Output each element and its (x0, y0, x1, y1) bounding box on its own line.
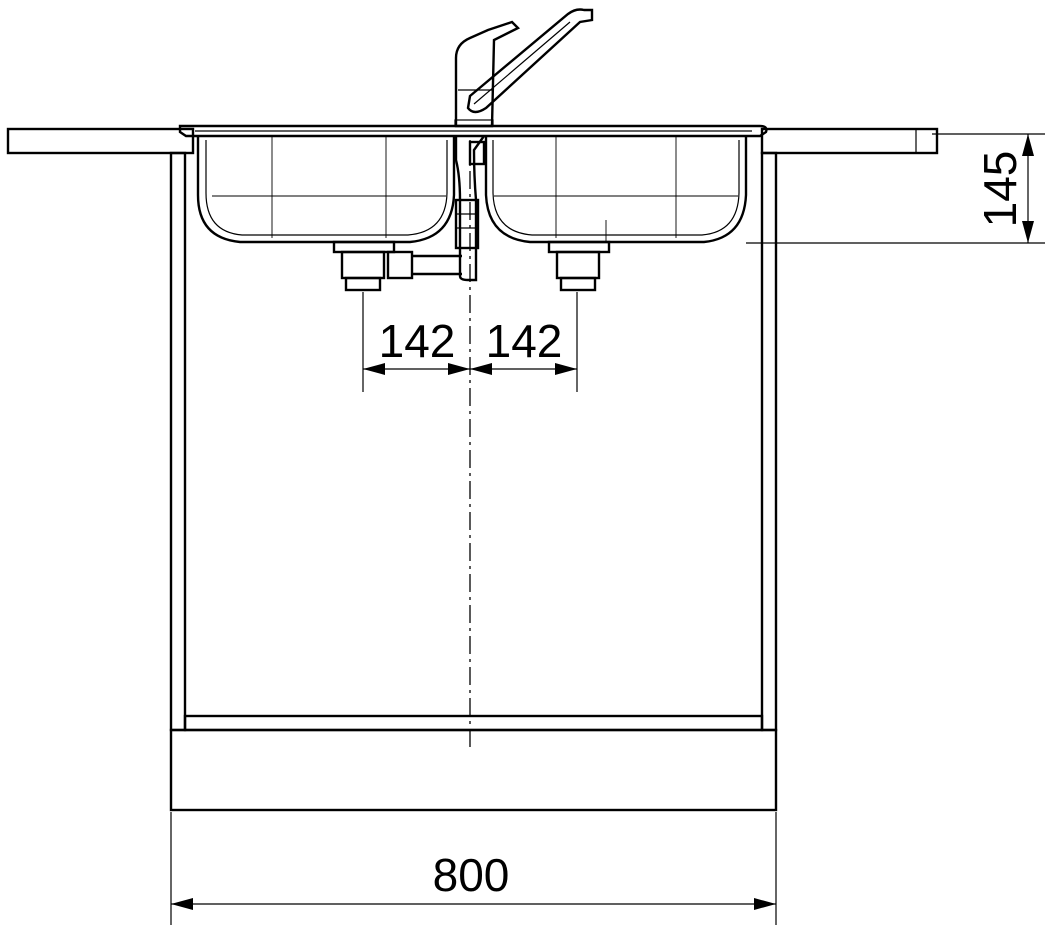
mixer-tap (454, 8, 594, 128)
cabinet-plinth (169, 728, 778, 812)
bowl-depth-dimension: 145 (746, 133, 1045, 244)
worktop (6, 127, 939, 155)
dimension-label-left: 142 (379, 315, 456, 367)
drain-left (332, 240, 396, 292)
dimension-label-right: 142 (486, 315, 563, 367)
dimension-label-width: 800 (433, 849, 510, 901)
worktop-left (6, 127, 195, 155)
drain-right (547, 240, 611, 292)
cabinet-bottom-panel (183, 714, 764, 732)
cabinet-side-left (169, 151, 187, 732)
cabinet-side-right (760, 151, 778, 732)
cabinet-width-dimension: 800 (170, 812, 777, 925)
dimension-label-depth: 145 (974, 151, 1026, 228)
sink-bowl-right (484, 136, 748, 244)
sink-bowl-left (196, 136, 456, 244)
cabinet (169, 151, 778, 812)
sink-rim (178, 124, 768, 138)
worktop-right (760, 127, 939, 155)
drain-offset-dimension: 142 142 (362, 292, 578, 392)
